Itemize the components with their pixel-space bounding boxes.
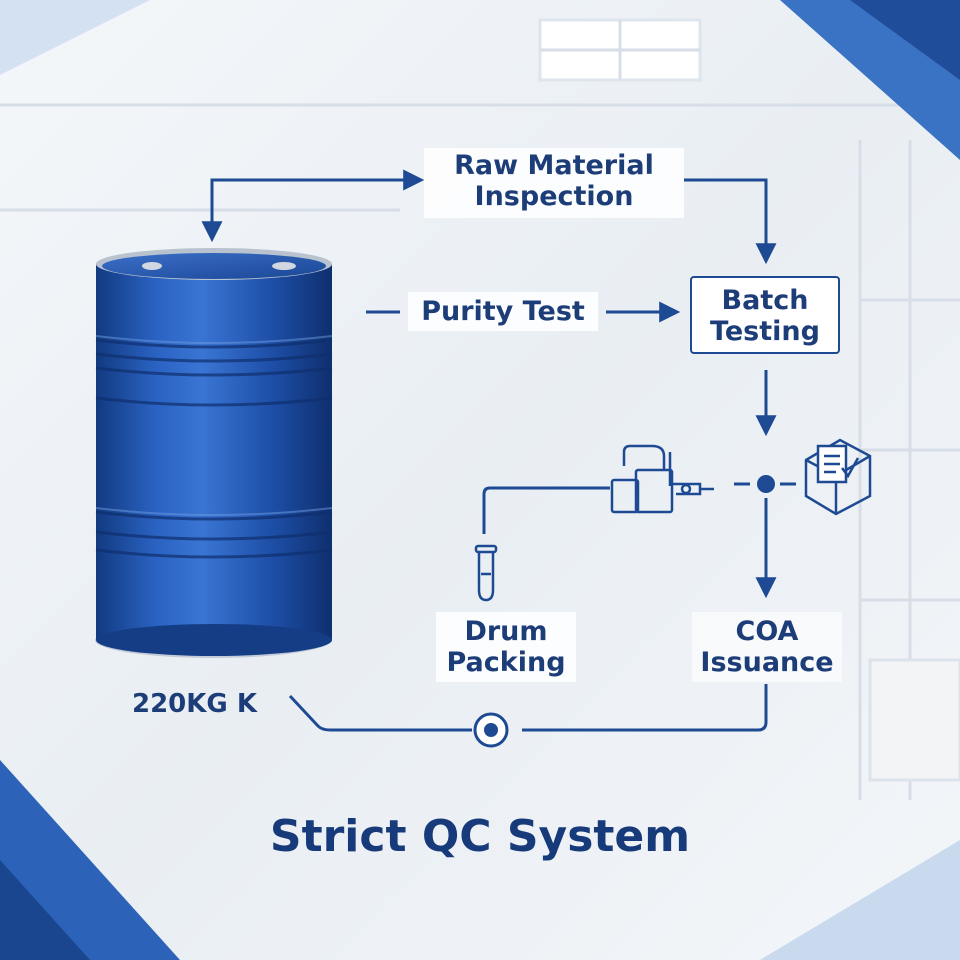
flow-node-target (473, 712, 509, 748)
step-raw-material-inspection: Raw Material Inspection (424, 148, 684, 219)
step-batch-line1: Batch (721, 285, 809, 316)
step-batch-testing: Batch Testing (690, 276, 840, 354)
flow-node-dot (757, 475, 775, 493)
document-checklist-icon (804, 438, 872, 516)
corner-accent-top-left (0, 0, 150, 75)
step-drum-line2: Packing (446, 647, 566, 679)
step-drum-packing: Drum Packing (436, 612, 576, 683)
test-tube-icon (474, 544, 498, 602)
step-batch-line2: Testing (710, 316, 820, 348)
corner-accent-bottom-right (760, 840, 960, 960)
step-raw-material-line1: Raw Material (454, 150, 654, 181)
drum-weight-label: 220KG K (132, 689, 257, 719)
step-purity-test: Purity Test (408, 292, 598, 332)
step-drum-line1: Drum (464, 616, 548, 647)
lab-equipment-icon (610, 444, 714, 514)
flow-connectors (201, 169, 796, 732)
page-title: Strict QC System (269, 811, 691, 862)
arrow-raw-to-batch (684, 178, 777, 265)
line-to-drum-packing (482, 486, 610, 534)
line-weight-return (288, 694, 472, 732)
line-coa-return (522, 684, 768, 732)
steel-drum (95, 248, 333, 658)
step-coa-line1: COA (735, 616, 799, 647)
step-raw-material-line2: Inspection (474, 181, 634, 213)
step-coa-issuance: COA Issuance (692, 612, 842, 683)
step-coa-line2: Issuance (700, 647, 834, 679)
arrow-drum-to-raw (201, 169, 425, 243)
